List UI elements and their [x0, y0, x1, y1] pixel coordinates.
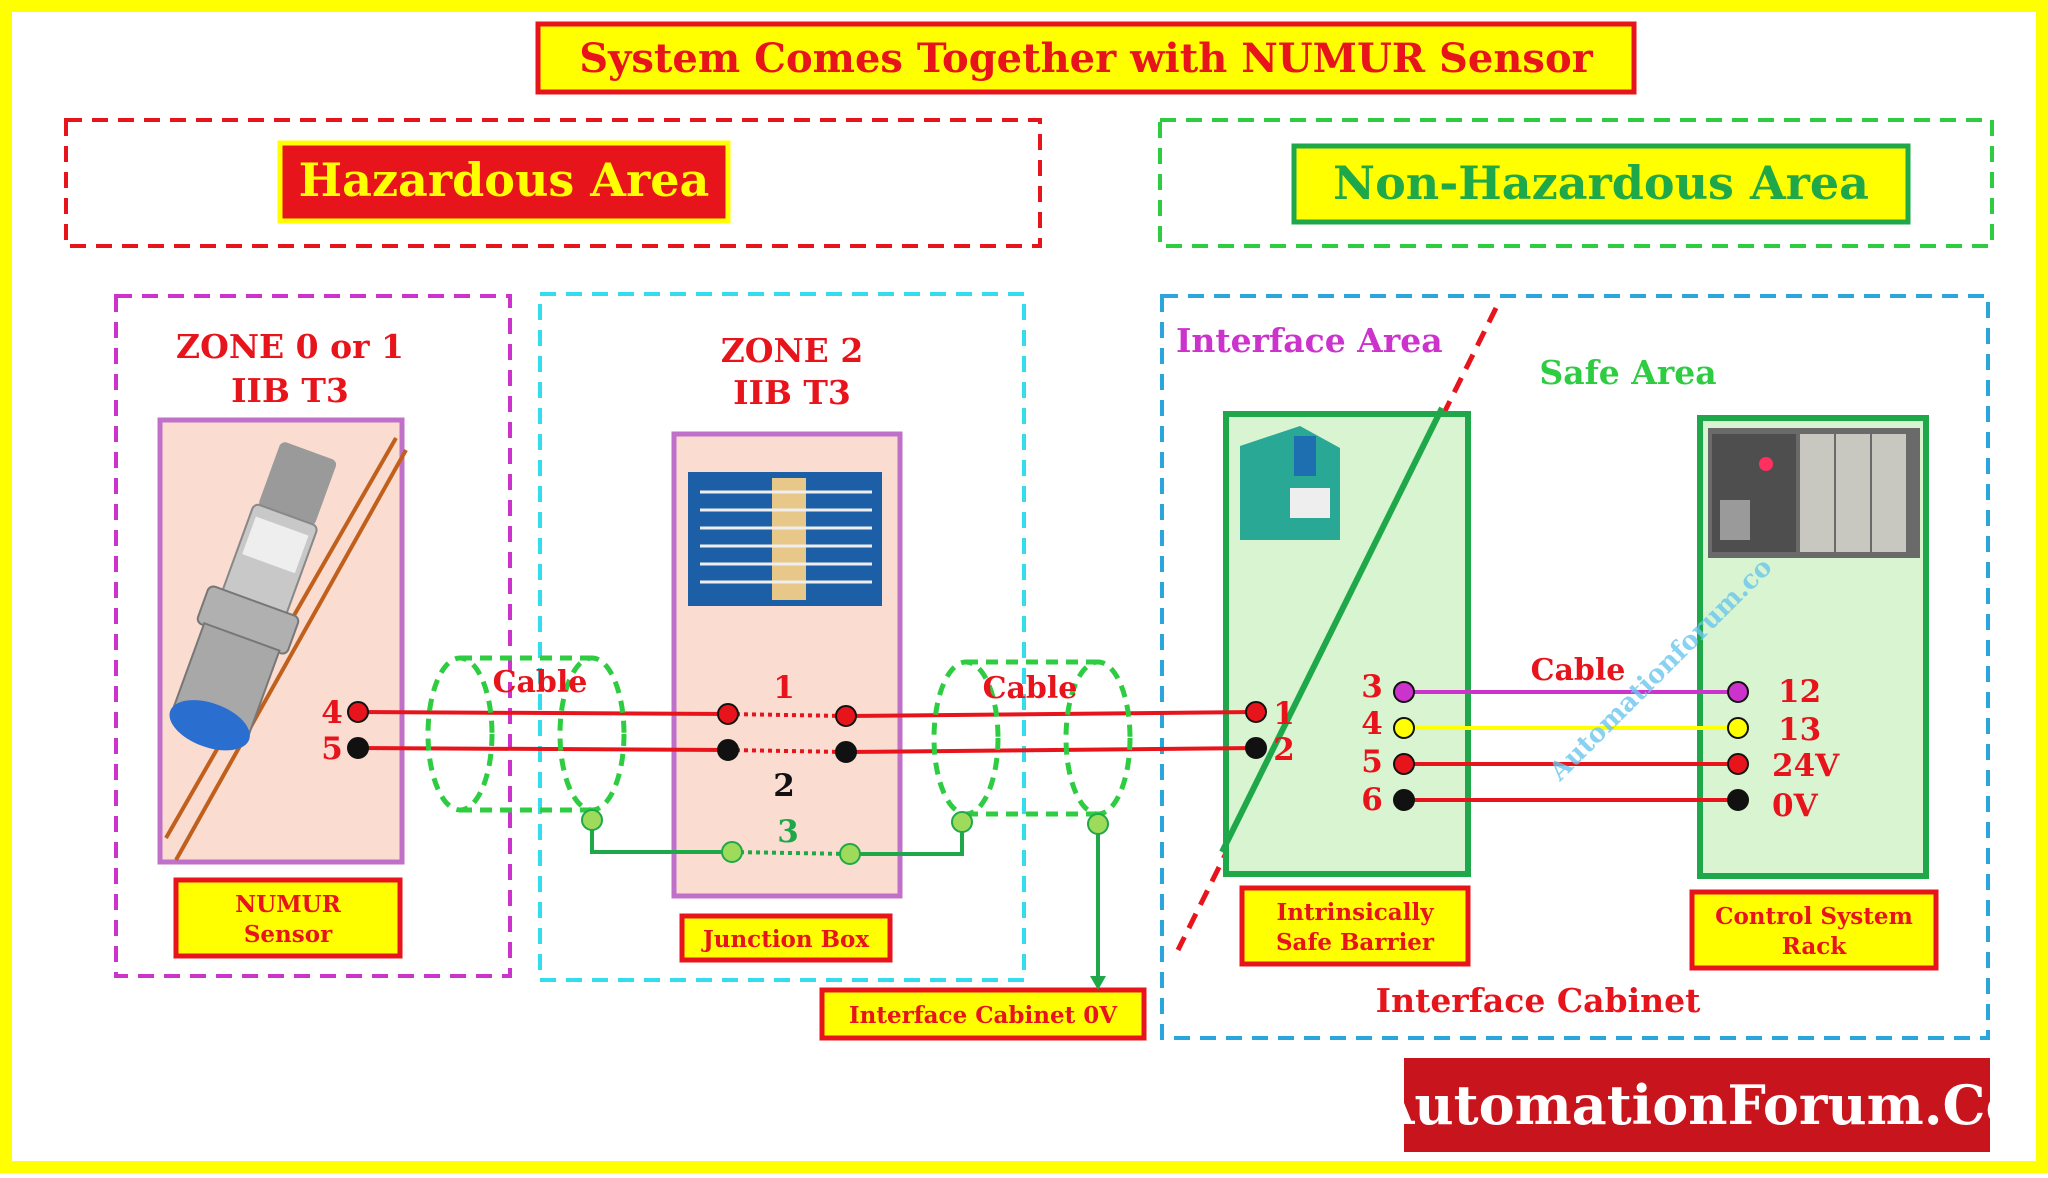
shield-dot-middle-cable — [951, 811, 973, 833]
terminal-rack-12: 12 — [1778, 674, 1821, 710]
terminal-jb-2: 2 — [773, 768, 795, 804]
terminal-barrier-out-5: 5 — [1361, 744, 1383, 780]
terminal-dot-rack-12 — [1727, 681, 1749, 703]
cable-label-1: Cable — [493, 665, 588, 700]
terminal-dot-barrier-1 — [1245, 701, 1267, 723]
cable-label-3: Cable — [1531, 653, 1626, 688]
wire-signal-1b — [845, 710, 1257, 718]
shield-dot-0v — [1087, 813, 1109, 835]
interface-cabinet-0v-box: Interface Cabinet 0V — [819, 987, 1147, 1041]
interface-cabinet-label: Interface Cabinet — [1376, 981, 1701, 1020]
interface-cabinet-region — [1160, 294, 1990, 1040]
zone2-title: ZONE 2 — [721, 331, 864, 370]
terminal-rack-24v: 24V — [1772, 748, 1840, 784]
wire-signal-2b — [845, 746, 1257, 754]
sensor-label-line1: NUMUR — [235, 891, 342, 918]
terminal-dot-jb-2-right — [835, 741, 857, 763]
terminal-dot-barrier-3 — [1393, 681, 1415, 703]
junction-box-panel — [671, 431, 903, 899]
non-hazardous-area-header: Non-Hazardous Area — [1158, 118, 1994, 248]
barrier-label-line2: Safe Barrier — [1276, 929, 1435, 956]
brand-box: AutomationForum.Co — [1371, 1058, 2022, 1152]
terminal-dot-rack-0v — [1727, 789, 1749, 811]
arrow-to-0v-icon — [1090, 976, 1106, 990]
junction-box-label-box: Junction Box — [679, 913, 893, 963]
terminal-dots — [347, 681, 1749, 811]
barrier-module-icon — [1240, 426, 1340, 540]
terminal-barrier-in-2: 2 — [1273, 732, 1295, 768]
shield-dot-left-cable — [581, 809, 603, 831]
safe-area-label: Safe Area — [1539, 353, 1716, 392]
junction-box-label: Junction Box — [701, 926, 870, 953]
terminal-barrier-out-4: 4 — [1361, 706, 1383, 742]
terminal-barrier-out-6: 6 — [1361, 782, 1383, 818]
rack-label-line2: Rack — [1782, 933, 1848, 960]
wire-shield-jb-link — [731, 850, 851, 856]
barrier-label-line1: Intrinsically — [1276, 899, 1434, 926]
page-title: System Comes Together with NUMUR Sensor — [579, 35, 1593, 82]
barrier-label-box: Intrinsically Safe Barrier — [1239, 885, 1471, 967]
brand-label: AutomationForum.Co — [1371, 1073, 2021, 1137]
zone01-title: ZONE 0 or 1 — [176, 327, 404, 366]
terminal-rack-0v: 0V — [1772, 788, 1819, 824]
interface-cabinet-0v-label: Interface Cabinet 0V — [849, 1002, 1118, 1029]
wire-signal-1-jb-link — [727, 712, 847, 718]
terminal-dot-jb-1-right — [835, 705, 857, 727]
zone01-region — [114, 294, 512, 978]
wire-signal-2a — [357, 746, 729, 752]
terminal-dot-barrier-6 — [1393, 789, 1415, 811]
terminal-sensor-4: 4 — [321, 695, 343, 731]
sensor-label-box: NUMUR Sensor — [173, 877, 403, 959]
terminal-dot-jb-2-left — [717, 739, 739, 761]
rack-label-box: Control System Rack — [1689, 889, 1939, 971]
barrier-panel — [1219, 406, 1471, 877]
terminal-dot-rack-13 — [1727, 717, 1749, 739]
plc-rack-icon — [1708, 428, 1920, 558]
terminal-jb-3: 3 — [777, 814, 799, 850]
terminal-dot-barrier-4 — [1393, 717, 1415, 739]
terminal-dot-sensor-4 — [347, 701, 369, 723]
sensor-panel — [157, 417, 408, 865]
cable-label-2: Cable — [983, 671, 1078, 706]
zone01-subtitle: IIB T3 — [231, 371, 349, 410]
terminal-dot-barrier-5 — [1393, 753, 1415, 775]
title-box: System Comes Together with NUMUR Sensor — [535, 21, 1637, 95]
shield-dots — [581, 809, 1109, 865]
non-hazardous-area-label: Non-Hazardous Area — [1333, 156, 1869, 210]
terminal-jb-1: 1 — [773, 670, 795, 706]
wire-signal-2-jb-link — [727, 748, 847, 754]
interface-area-label: Interface Area — [1176, 321, 1443, 360]
hazardous-area-header: Hazardous Area — [64, 118, 1042, 248]
terminal-dot-rack-24v — [1727, 753, 1749, 775]
terminal-dot-jb-1-left — [717, 703, 739, 725]
terminal-rack-13: 13 — [1778, 712, 1821, 748]
sensor-label-line2: Sensor — [244, 921, 333, 948]
shield-dot-jb-3-right — [839, 843, 861, 865]
zone2-subtitle: IIB T3 — [733, 373, 851, 412]
terminal-sensor-5: 5 — [321, 731, 343, 767]
zone2-region — [538, 292, 1026, 982]
hazardous-area-label: Hazardous Area — [299, 153, 710, 207]
rack-label-line1: Control System — [1715, 903, 1913, 930]
terminal-barrier-in-1: 1 — [1273, 696, 1295, 732]
shield-dot-jb-3-left — [721, 841, 743, 863]
wire-signal-1a — [357, 710, 729, 716]
numur-sensor-icon — [169, 442, 337, 751]
terminal-block-icon — [688, 472, 882, 606]
terminal-dot-sensor-5 — [347, 737, 369, 759]
terminal-barrier-out-3: 3 — [1361, 669, 1383, 705]
terminal-dot-barrier-2 — [1245, 737, 1267, 759]
